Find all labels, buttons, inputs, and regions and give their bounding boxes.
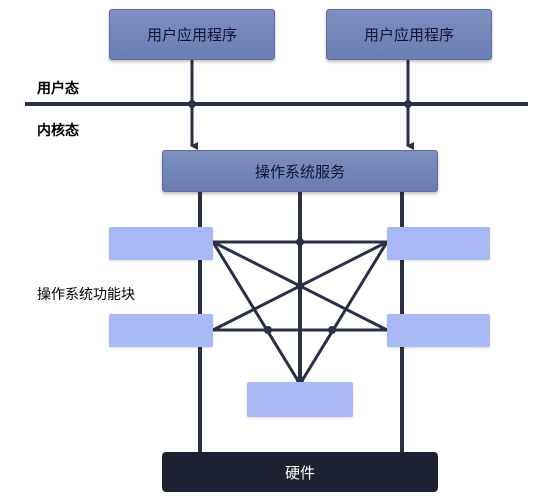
function-block-top-left <box>109 227 213 260</box>
junction-top-center <box>296 238 304 246</box>
junction-right-boundary <box>404 100 412 108</box>
kernel-mode-label: 内核态 <box>37 123 79 139</box>
junction-left-boundary <box>188 100 196 108</box>
user-mode-label: 用户态 <box>37 81 79 97</box>
triangle-left <box>211 241 302 385</box>
junction-center <box>296 282 304 290</box>
triangle-right <box>298 241 389 385</box>
os-services-box: 操作系统服务 <box>162 150 438 192</box>
os-function-blocks-label: 操作系统功能块 <box>37 287 135 303</box>
user-app-box-left: 用户应用程序 <box>109 9 275 60</box>
function-block-bottom-left <box>109 314 213 347</box>
user-app-label-right: 用户应用程序 <box>363 26 454 44</box>
function-block-top-right <box>387 227 490 260</box>
user-app-label-left: 用户应用程序 <box>146 26 237 44</box>
function-block-bottom-right <box>387 314 490 347</box>
junction-lower-left <box>264 326 272 334</box>
junction-lower-right <box>328 326 336 334</box>
os-services-label: 操作系统服务 <box>254 162 345 181</box>
hardware-box: 硬件 <box>162 452 438 492</box>
hardware-label: 硬件 <box>284 463 315 482</box>
user-app-box-right: 用户应用程序 <box>326 9 492 60</box>
function-block-bottom-center <box>247 382 353 417</box>
